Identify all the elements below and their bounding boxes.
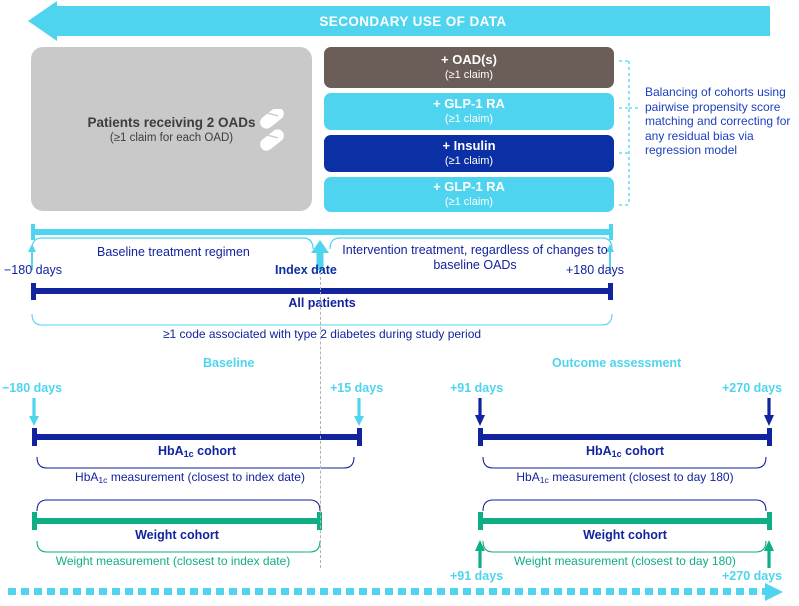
index-date-guideline [320,272,321,568]
all-patients-label: All patients [288,296,356,310]
arrow-right-icon [765,583,783,601]
outcome-start-day-marker-bottom: +91 days [450,569,504,583]
outcome-end-day-marker: +270 days [722,381,783,395]
hba1c-note-text: measurement (closest to index date) [110,470,305,484]
weight-baseline-track [32,518,322,524]
patients-box-title: Patients receiving 2 OADs [87,114,256,130]
treatment-arm-glp1-ra-a: + GLP-1 RA (≥1 claim) [324,93,614,130]
baseline-section-heading: Baseline [203,356,255,370]
all-patients-end-cap [608,283,613,300]
outcome-section-heading: Outcome assessment [552,356,682,370]
baseline-end-down-arrow-icon [354,398,364,426]
study-period-track [31,229,613,235]
baseline-start-day-marker: −180 days [2,381,63,395]
hba1c-outcome-track [478,434,772,440]
study-end-day-label: +180 days [566,263,625,277]
baseline-end-arrow-icon [606,244,614,270]
pill-icon [258,109,286,153]
treatment-arm-claim: (≥1 claim) [444,112,494,125]
hba1c-note-sub: 1c [539,474,549,485]
banner-label: SECONDARY USE OF DATA [319,13,507,29]
balancing-bracket [619,60,639,206]
index-date-label: Index date [275,263,337,277]
treatment-arm-claim: (≥1 claim) [444,195,494,208]
index-date-arrow-icon [311,240,329,270]
hba1c-title-suffix: cohort [621,444,665,458]
weight-outcome-title: Weight cohort [583,528,667,542]
hba1c-outcome-note-bracket [482,456,767,469]
hba1c-outcome-note: HbA1c measurement (closest to day 180) [466,470,784,485]
treatment-arm-name: + OAD(s) [441,51,497,67]
hba1c-outcome-end-cap [767,428,772,446]
hba1c-outcome-title: HbA1c cohort [478,444,772,459]
all-patients-track [31,288,613,294]
baseline-start-arrow-icon [28,244,36,270]
outcome-start-down-arrow-icon [475,398,485,426]
balancing-note: Balancing of cohorts using pairwise prop… [645,85,791,158]
banner-bar [56,6,770,36]
hba1c-note-prefix: HbA [516,470,540,484]
intervention-label: Intervention treatment, regardless of ch… [342,243,608,272]
treatment-arm-name: + GLP-1 RA [433,178,505,194]
hba1c-title-sub: 1c [183,448,194,459]
weight-outcome-end-up-arrow-icon [764,540,774,568]
weight-outcome-note: Weight measurement (closest to day 180) [514,554,736,568]
hba1c-baseline-end-cap [357,428,362,446]
outcome-end-down-arrow-icon [764,398,774,426]
treatment-arm-insulin: + Insulin (≥1 claim) [324,135,614,172]
weight-outcome-end-cap [767,512,772,530]
outcome-end-day-marker-bottom: +270 days [722,569,783,583]
hba1c-baseline-note: HbA1c measurement (closest to index date… [20,470,360,485]
treatment-arm-name: + GLP-1 RA [433,95,505,111]
patients-box-subtitle: (≥1 claim for each OAD) [109,131,234,144]
weight-outcome-track [478,518,772,524]
outcome-start-day-marker: +91 days [450,381,504,395]
hba1c-note-prefix: HbA [75,470,99,484]
hba1c-title-prefix: HbA [157,444,184,458]
study-period-end-cap [609,224,613,240]
weight-baseline-title: Weight cohort [135,528,219,542]
weight-outcome-start-up-arrow-icon [475,540,485,568]
code-note-bracket [31,313,613,326]
baseline-end-day-marker: +15 days [330,381,384,395]
weight-outcome-note-bracket [482,540,767,553]
hba1c-baseline-title: HbA1c cohort [32,444,362,459]
timeline-direction-arrow [8,583,788,601]
hba1c-title-prefix: HbA [585,444,612,458]
weight-outcome-top-bracket [482,499,767,512]
study-start-day-label: −180 days [4,263,63,277]
weight-baseline-end-cap [317,512,322,530]
patients-receiving-2-oads-box: Patients receiving 2 OADs (≥1 claim for … [31,47,312,211]
hba1c-title-suffix: cohort [193,444,237,458]
treatment-arm-glp1-ra-b: + GLP-1 RA (≥1 claim) [324,177,614,212]
intervention-bracket [329,237,613,250]
baseline-regimen-bracket [31,237,314,250]
treatment-arm-claim: (≥1 claim) [444,154,494,167]
dashed-line [8,588,765,595]
treatment-arm-oad: + OAD(s) (≥1 claim) [324,47,614,88]
treatment-arm-name: + Insulin [442,137,496,153]
type2-diabetes-code-note: ≥1 code associated with type 2 diabetes … [162,327,482,341]
hba1c-note-sub: 1c [98,474,108,485]
treatment-arm-claim: (≥1 claim) [444,68,494,81]
arrow-left-icon [28,1,57,41]
hba1c-note-text: measurement (closest to day 180) [552,470,734,484]
weight-baseline-note: Weight measurement (closest to index dat… [55,554,291,568]
baseline-start-down-arrow-icon [29,398,39,426]
weight-baseline-top-bracket [36,499,321,512]
hba1c-baseline-track [32,434,362,440]
hba1c-title-sub: 1c [611,448,622,459]
weight-baseline-note-bracket [36,540,321,553]
secondary-use-banner: SECONDARY USE OF DATA [28,1,770,41]
baseline-regimen-label: Baseline treatment regimen [97,245,250,259]
hba1c-baseline-note-bracket [36,456,355,469]
